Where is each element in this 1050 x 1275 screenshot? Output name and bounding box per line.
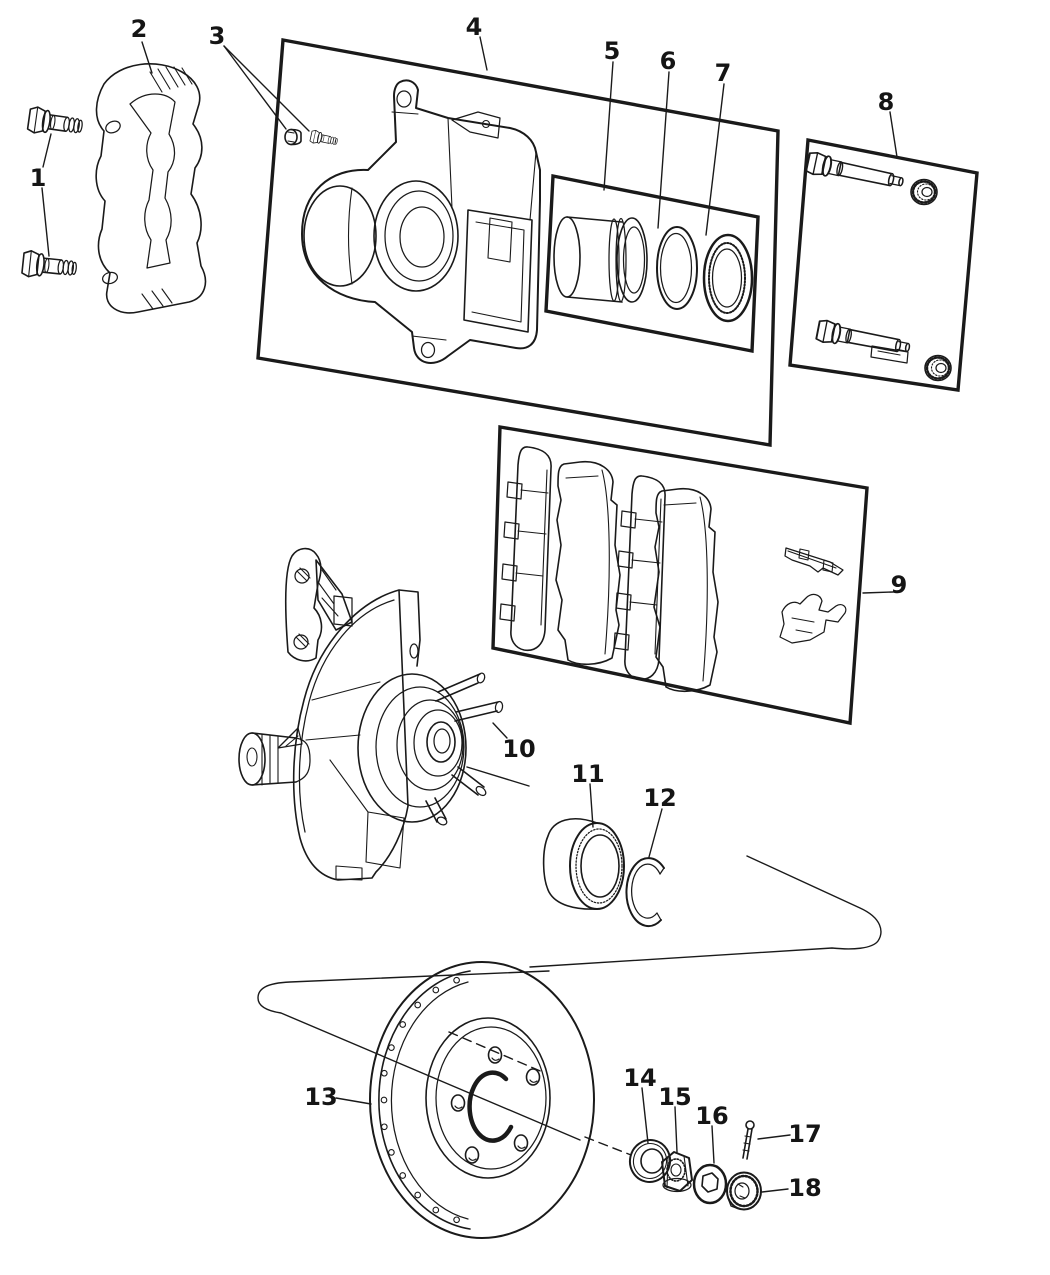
guide-pin-bushing	[910, 178, 938, 206]
guide-pin-kit-box	[788, 137, 979, 392]
leader-10b	[466, 766, 530, 787]
knuckle-and-hub-assembly	[238, 547, 504, 881]
wheel-stud	[435, 673, 481, 702]
washer	[628, 1139, 672, 1183]
leader-14	[641, 1087, 649, 1144]
bearing-snap-ring	[625, 857, 665, 928]
caliper-piston	[553, 216, 648, 303]
piston-seal-kit-box	[544, 173, 760, 354]
brake-rotor	[369, 961, 595, 1239]
leader-3b	[223, 45, 310, 132]
callout-18: 18	[788, 1174, 821, 1202]
leader-6	[657, 71, 670, 229]
callout-10: 10	[502, 735, 535, 763]
callout-11: 11	[571, 760, 604, 788]
leader-13	[335, 1097, 372, 1105]
cotter-pin	[742, 1120, 755, 1160]
leader-11	[589, 783, 594, 828]
brake-pad-kit	[499, 446, 847, 693]
axis-dashed-2	[584, 1136, 632, 1156]
nut-retainer-cap	[726, 1171, 762, 1211]
assembly-sweep-left	[257, 970, 581, 1141]
callout-8: 8	[878, 88, 895, 116]
leader-3a	[223, 45, 287, 130]
wheel-stud	[425, 797, 447, 823]
callout-13: 13	[304, 1083, 337, 1111]
callout-6: 6	[660, 47, 677, 75]
leader-17	[757, 1134, 791, 1140]
rotor-vent-holes	[380, 976, 460, 1224]
leader-16	[711, 1125, 715, 1164]
callout-1: 1	[30, 164, 47, 192]
leader-5	[603, 61, 614, 191]
wheel-stud	[454, 701, 499, 722]
bleeder-cap-and-screw	[284, 128, 339, 149]
guide-pin-bushing	[924, 354, 952, 382]
axis-dashed-1	[448, 1031, 546, 1074]
caliper-kit-box	[256, 37, 780, 448]
leader-9	[862, 591, 894, 594]
leader-1b	[41, 187, 50, 257]
piston-seal	[656, 226, 698, 310]
callout-4: 4	[466, 13, 483, 41]
callout-16: 16	[695, 1102, 728, 1130]
ball-joint-boss	[238, 727, 311, 786]
pad-hardware-clip	[784, 547, 844, 576]
guide-pin-and-bushing-kit	[804, 150, 952, 382]
callout-14: 14	[623, 1064, 656, 1092]
callout-17: 17	[788, 1120, 821, 1148]
wheel-stud	[451, 766, 485, 796]
hub-and-studs	[357, 672, 504, 826]
nut-lock-ring	[692, 1163, 728, 1205]
rotor-lug-holes	[450, 1046, 541, 1164]
leader-8	[889, 111, 898, 158]
callout-3: 3	[209, 22, 226, 50]
callout-7: 7	[715, 59, 732, 87]
piston-dust-boot	[702, 233, 754, 323]
callout-15: 15	[658, 1083, 691, 1111]
disc-brake-caliper	[301, 79, 541, 364]
callout-2: 2	[131, 15, 148, 43]
leader-2	[141, 41, 153, 74]
leader-10a	[492, 722, 508, 739]
leader-15	[674, 1106, 678, 1153]
leader-7	[705, 83, 725, 236]
leader-18	[761, 1188, 789, 1193]
callout-5: 5	[604, 37, 621, 65]
brake-pad-kit-box	[491, 425, 869, 726]
leader-4	[479, 36, 488, 71]
callout-labels: 1 2 3 4 5 6 7 8 9 10 11 12 13 14 15 16 1…	[30, 13, 908, 1202]
callout-12: 12	[643, 784, 676, 812]
hub-nut	[661, 1151, 693, 1193]
callout-9: 9	[891, 571, 908, 599]
caliper-adapter-bracket	[95, 63, 207, 314]
pad-hardware-clip	[779, 593, 847, 644]
leader-1a	[42, 133, 52, 168]
leader-lines	[41, 36, 898, 1193]
assembly-sweep-right	[529, 855, 882, 968]
wheel-bearing	[542, 818, 625, 910]
adapter-mounting-bolts	[20, 105, 85, 283]
rotor-center-bore	[467, 1070, 514, 1143]
leader-12	[648, 808, 663, 858]
